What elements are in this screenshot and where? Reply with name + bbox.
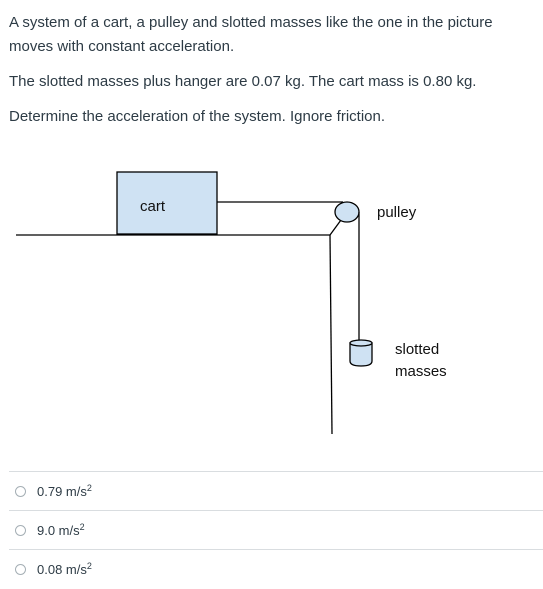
masses-label-line-1: slotted	[395, 341, 439, 358]
answer-value: 0.79 m/s	[37, 483, 87, 499]
answer-option-3[interactable]: 0.08 m/s2	[9, 549, 543, 588]
table-leg	[329, 234, 333, 435]
radio-button[interactable]	[15, 485, 26, 497]
answer-exponent: 2	[86, 482, 92, 493]
answer-option-2[interactable]: 9.0 m/s2	[9, 510, 543, 549]
answer-value: 0.08 m/s	[37, 561, 87, 577]
answer-option-1[interactable]: 0.79 m/s2	[9, 471, 543, 510]
masses-label-line-2: masses	[395, 363, 447, 380]
slotted-masses-top	[349, 339, 373, 347]
radio-button[interactable]	[15, 524, 26, 536]
cart-pulley-diagram: cart pulley slotted masses	[0, 160, 543, 440]
cart-box	[116, 171, 218, 235]
pulley-bracket	[329, 219, 342, 236]
answer-label: 0.79 m/s2	[37, 482, 92, 499]
slotted-masses	[349, 342, 373, 367]
radio-button[interactable]	[15, 563, 26, 575]
answer-exponent: 2	[86, 560, 92, 571]
pulley-label: pulley	[377, 204, 417, 221]
pulley-wheel	[334, 201, 360, 223]
answer-list: 0.79 m/s2 9.0 m/s2 0.08 m/s2	[9, 471, 543, 588]
answer-exponent: 2	[79, 521, 85, 532]
cart-label: cart	[140, 198, 166, 215]
answer-label: 9.0 m/s2	[37, 521, 85, 538]
question-paragraph-1: A system of a cart, a pulley and slotted…	[9, 14, 493, 55]
answer-label: 0.08 m/s2	[37, 560, 92, 577]
question-paragraph-2: The slotted masses plus hanger are 0.07 …	[9, 73, 477, 90]
question-text: A system of a cart, a pulley and slotted…	[9, 11, 534, 129]
answer-value: 9.0 m/s	[37, 522, 80, 538]
question-paragraph-3: Determine the acceleration of the system…	[9, 108, 386, 125]
